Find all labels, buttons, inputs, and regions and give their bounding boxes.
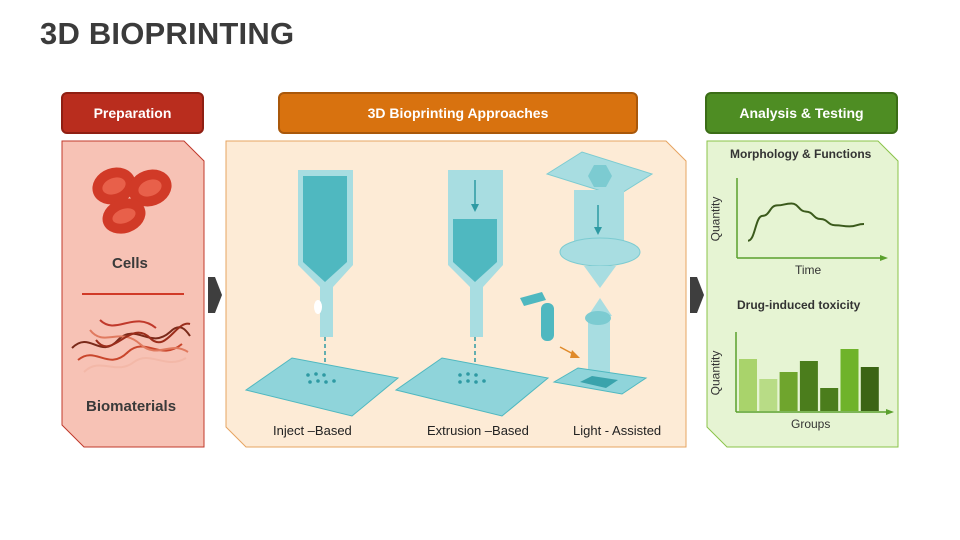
line-chart-xlabel: Time (795, 263, 822, 277)
biomaterials-label: Biomaterials (86, 398, 177, 415)
line-chart-ylabel: Quantity (708, 196, 723, 242)
flow-arrow-1 (208, 277, 222, 313)
method-label-light: Light - Assisted (573, 423, 662, 438)
cells-icon (92, 167, 172, 234)
page-title: 3D BIOPRINTING (40, 16, 295, 51)
bar-7 (860, 367, 879, 411)
bar-1 (739, 359, 757, 411)
bar-6 (840, 349, 859, 411)
light-printer-icon (520, 151, 654, 395)
method-label-inject: Inject –Based (273, 423, 352, 438)
bar-chart-xlabel: Groups (791, 417, 831, 431)
inject-printer-icon (244, 170, 400, 417)
bar-4 (799, 361, 818, 411)
cells-label: Cells (112, 255, 148, 272)
extrusion-printer-icon (394, 170, 550, 417)
bar-chart-title: Drug-induced toxicity (737, 298, 861, 312)
preparation-header: Preparation (61, 92, 204, 134)
bar-chart-ylabel: Quantity (708, 350, 723, 396)
analysis-header: Analysis & Testing (705, 92, 898, 134)
flow-arrow-2 (690, 277, 704, 313)
bar-3 (779, 372, 798, 411)
line-chart-title: Morphology & Functions (730, 147, 872, 161)
bar-chart (735, 332, 894, 415)
bar-2 (759, 379, 778, 411)
method-label-extrusion: Extrusion –Based (427, 423, 529, 438)
line-chart-series-1 (747, 202, 865, 242)
bar-5 (820, 388, 839, 411)
line-chart (736, 178, 888, 261)
approaches-header: 3D Bioprinting Approaches (278, 92, 638, 134)
biomaterials-icon (71, 319, 191, 373)
